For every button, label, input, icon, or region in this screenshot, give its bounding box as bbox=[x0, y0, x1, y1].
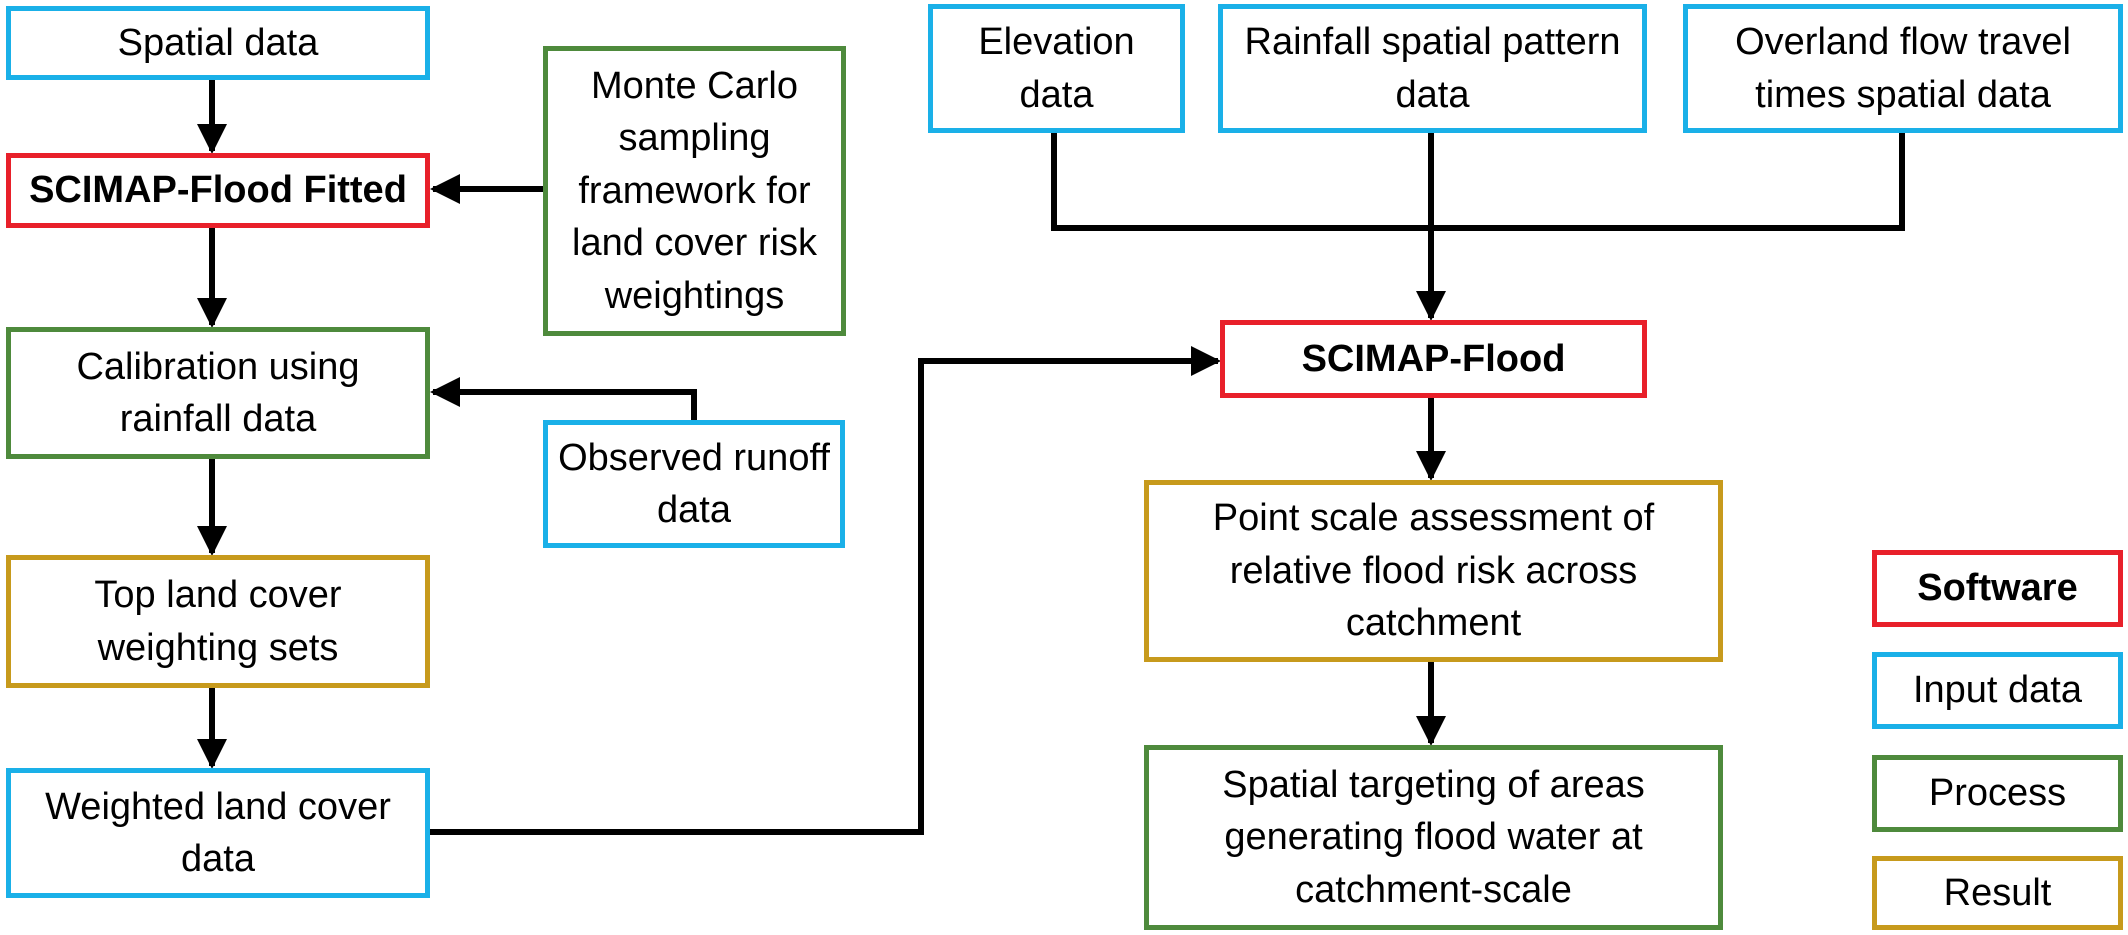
rainfall-pattern-box: Rainfall spatial pattern data bbox=[1218, 4, 1647, 133]
legend-process: Process bbox=[1872, 755, 2123, 832]
top-land-cover-box: Top land cover weighting sets bbox=[6, 555, 430, 688]
spatial-data-box: Spatial data bbox=[6, 6, 430, 80]
weighted-land-cover-box: Weighted land cover data bbox=[6, 768, 430, 898]
scimap-flood-box: SCIMAP-Flood bbox=[1220, 320, 1647, 398]
top-land-cover-label: Top land cover weighting sets bbox=[94, 574, 342, 669]
scimap-flood-fitted-box: SCIMAP-Flood Fitted bbox=[6, 153, 430, 228]
monte-carlo-box: Monte Carlo sampling framework for land … bbox=[543, 46, 846, 336]
scimap-flood-fitted-label: SCIMAP-Flood Fitted bbox=[29, 169, 407, 212]
point-scale-label: Point scale assessment of relative flood… bbox=[1212, 497, 1655, 645]
point-scale-box: Point scale assessment of relative flood… bbox=[1144, 480, 1723, 662]
spatial-data-label: Spatial data bbox=[117, 21, 319, 64]
spatial-targeting-box: Spatial targeting of areas generating fl… bbox=[1144, 745, 1723, 930]
connector-elevation bbox=[1051, 133, 1905, 231]
legend-result: Result bbox=[1872, 856, 2123, 930]
legend-input-data-label: Input data bbox=[1912, 669, 2083, 712]
scimap-flood-label: SCIMAP-Flood bbox=[1301, 337, 1566, 380]
weighted-land-cover-label: Weighted land cover data bbox=[45, 785, 391, 880]
legend-software-label: Software bbox=[1917, 567, 2078, 610]
overland-flow-box: Overland flow travel times spatial data bbox=[1683, 4, 2123, 133]
legend-software: Software bbox=[1872, 550, 2123, 627]
elevation-data-box: Elevation data bbox=[928, 4, 1185, 133]
legend-process-label: Process bbox=[1928, 772, 2067, 815]
elevation-data-label: Elevation data bbox=[978, 21, 1135, 116]
calibration-label: Calibration using rainfall data bbox=[76, 345, 360, 440]
legend-input-data: Input data bbox=[1872, 652, 2123, 729]
observed-runoff-label: Observed runoff data bbox=[558, 436, 830, 531]
monte-carlo-label: Monte Carlo sampling framework for land … bbox=[572, 64, 817, 317]
legend-result-label: Result bbox=[1943, 871, 2052, 914]
overland-flow-label: Overland flow travel times spatial data bbox=[1735, 21, 2071, 116]
calibration-box: Calibration using rainfall data bbox=[6, 327, 430, 459]
spatial-targeting-label: Spatial targeting of areas generating fl… bbox=[1222, 763, 1645, 911]
arrow-weighted-to-scimap bbox=[430, 346, 1221, 835]
observed-runoff-box: Observed runoff data bbox=[543, 420, 845, 548]
rainfall-pattern-label: Rainfall spatial pattern data bbox=[1244, 21, 1621, 116]
arrow-observed-to-calibration bbox=[430, 377, 697, 420]
